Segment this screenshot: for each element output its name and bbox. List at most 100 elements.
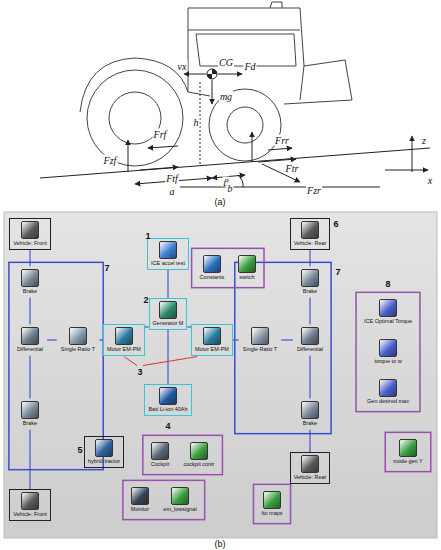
force-label: h [193, 117, 200, 128]
component-label: Brake [23, 288, 37, 294]
connector-line [310, 430, 311, 453]
component-label: Ito maps [261, 510, 282, 516]
force-arrows-part [140, 167, 178, 170]
component-icon [263, 491, 281, 509]
component-block: Monitor [127, 484, 153, 515]
component-block: Single Ratio T [239, 324, 281, 355]
component-block: ICE accel test [147, 238, 189, 269]
tractor-outline-part [80, 58, 188, 112]
connector-line [47, 340, 57, 341]
component-icon [379, 379, 397, 397]
component-label: cockpit contr [184, 461, 215, 467]
callout-number: 8 [385, 280, 390, 289]
component-label: Generator M [153, 320, 184, 326]
force-arrows-part [268, 148, 292, 150]
component-block: Generator M [149, 298, 188, 329]
component-label: Cockpit [151, 461, 169, 467]
group-outline [9, 262, 103, 469]
component-block: Vehicle: Front [9, 489, 51, 520]
component-label: Differential [297, 346, 323, 352]
force-label: vx [177, 61, 188, 72]
component-label: Monitor [131, 506, 149, 512]
callout-number: 5 [77, 446, 82, 455]
component-icon [251, 327, 269, 345]
force-label: CG [218, 57, 234, 68]
component-block: em_lowsignal [159, 484, 200, 515]
connector-line [168, 270, 169, 299]
component-block: Differential [13, 324, 47, 355]
force-arrows-part [148, 146, 178, 148]
component-icon [379, 339, 397, 357]
coordinate-axes-part [412, 136, 413, 172]
component-label: Single Ratio T [61, 346, 95, 352]
component-block: torque to w [370, 336, 405, 367]
ground-lines [40, 148, 430, 187]
callout-number: 6 [333, 220, 338, 229]
group-outline [143, 435, 223, 474]
connector-line [310, 356, 311, 399]
component-block: ICE Optimal Torque [360, 296, 416, 327]
force-label: Frf [153, 129, 168, 140]
component-block: Vehicle: Rear [290, 218, 331, 249]
component-label: hybrid tractor [88, 458, 120, 464]
component-block: Motor EM-PM [191, 324, 233, 355]
component-icon [301, 221, 319, 239]
callout-number: 7 [335, 268, 340, 277]
component-icon [203, 327, 221, 345]
component-label: Brake [303, 420, 317, 426]
component-icon [301, 401, 319, 419]
connector-line [30, 298, 31, 325]
component-block: Brake [17, 398, 43, 429]
component-icon [115, 327, 133, 345]
component-label: Brake [23, 420, 37, 426]
group-outline [123, 480, 205, 519]
component-icon [379, 299, 397, 317]
tractor-outline [80, 2, 352, 166]
component-icon [238, 255, 256, 273]
callout-number: 4 [165, 422, 170, 431]
component-block: Brake [297, 266, 323, 297]
callout-number: 1 [145, 232, 150, 241]
force-label: mg [219, 91, 233, 102]
component-icon [151, 442, 169, 460]
connector-line [30, 430, 31, 490]
component-block: Motor EM-PM [103, 324, 145, 355]
component-icon [69, 327, 87, 345]
component-label: Vehicle: Rear [294, 474, 327, 480]
software-panel [4, 212, 437, 538]
component-block: Single Ratio T [57, 324, 99, 355]
ground-lines-part [40, 148, 430, 178]
connector-line [30, 250, 31, 267]
connector-line [168, 330, 169, 385]
cg-symbol-part [207, 74, 212, 79]
component-icon [203, 255, 221, 273]
leader-line [143, 357, 197, 366]
force-label: Fzr [306, 185, 322, 196]
coordinate-axes-part [385, 170, 428, 171]
force-label: b [227, 183, 234, 194]
force-arrows-part [212, 80, 213, 104]
component-label: torque to w [374, 358, 401, 364]
tractor-outline-part [87, 70, 183, 166]
cg-symbol-part [212, 69, 217, 74]
component-label: Brake [303, 288, 317, 294]
force-label: Fzf [103, 155, 118, 166]
ground-lines-part [238, 175, 243, 187]
force-label: a [169, 186, 176, 197]
component-block: Gen desired max [363, 376, 413, 407]
tractor-outline-part [227, 107, 263, 143]
force-label: Ftf [165, 173, 179, 184]
component-label: Vehicle: Rear [294, 240, 327, 246]
component-block: hybrid tractor [84, 436, 124, 467]
component-icon [159, 301, 177, 319]
component-block: Vehicle: Front [9, 218, 51, 249]
component-icon [301, 269, 319, 287]
component-label: Vehicle: Front [13, 240, 47, 246]
component-block: Brake [297, 398, 323, 429]
group-outline [253, 484, 290, 523]
component-block: mode gen Y [389, 436, 427, 467]
leader-line [124, 357, 137, 366]
component-label: Single Ratio T [243, 346, 277, 352]
force-arrows [128, 74, 300, 184]
